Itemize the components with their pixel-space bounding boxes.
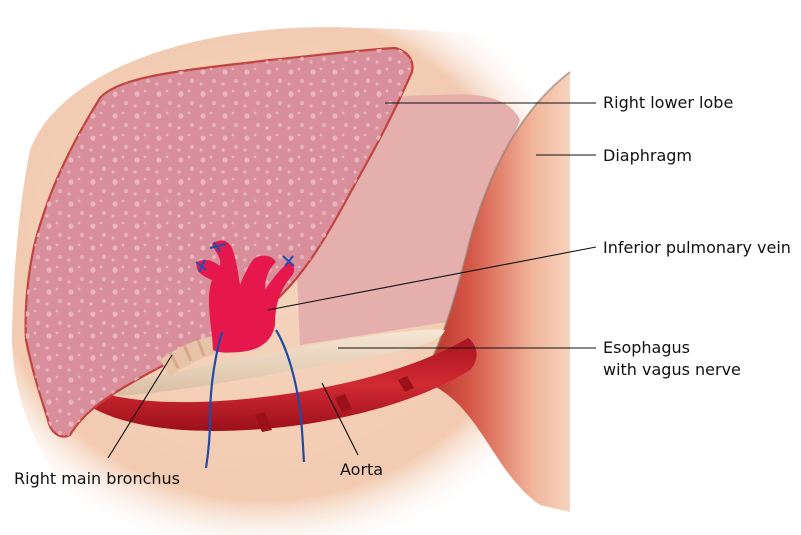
label-diaphragm: Diaphragm xyxy=(603,145,692,166)
label-right-lower-lobe: Right lower lobe xyxy=(603,92,733,113)
label-vagus-nerve: with vagus nerve xyxy=(603,359,741,380)
label-right-main-bronchus: Right main bronchus xyxy=(14,468,180,489)
label-aorta: Aorta xyxy=(340,459,383,480)
label-inferior-pulmonary-vein: Inferior pulmonary vein xyxy=(603,237,791,258)
label-esophagus: Esophagus xyxy=(603,337,690,358)
